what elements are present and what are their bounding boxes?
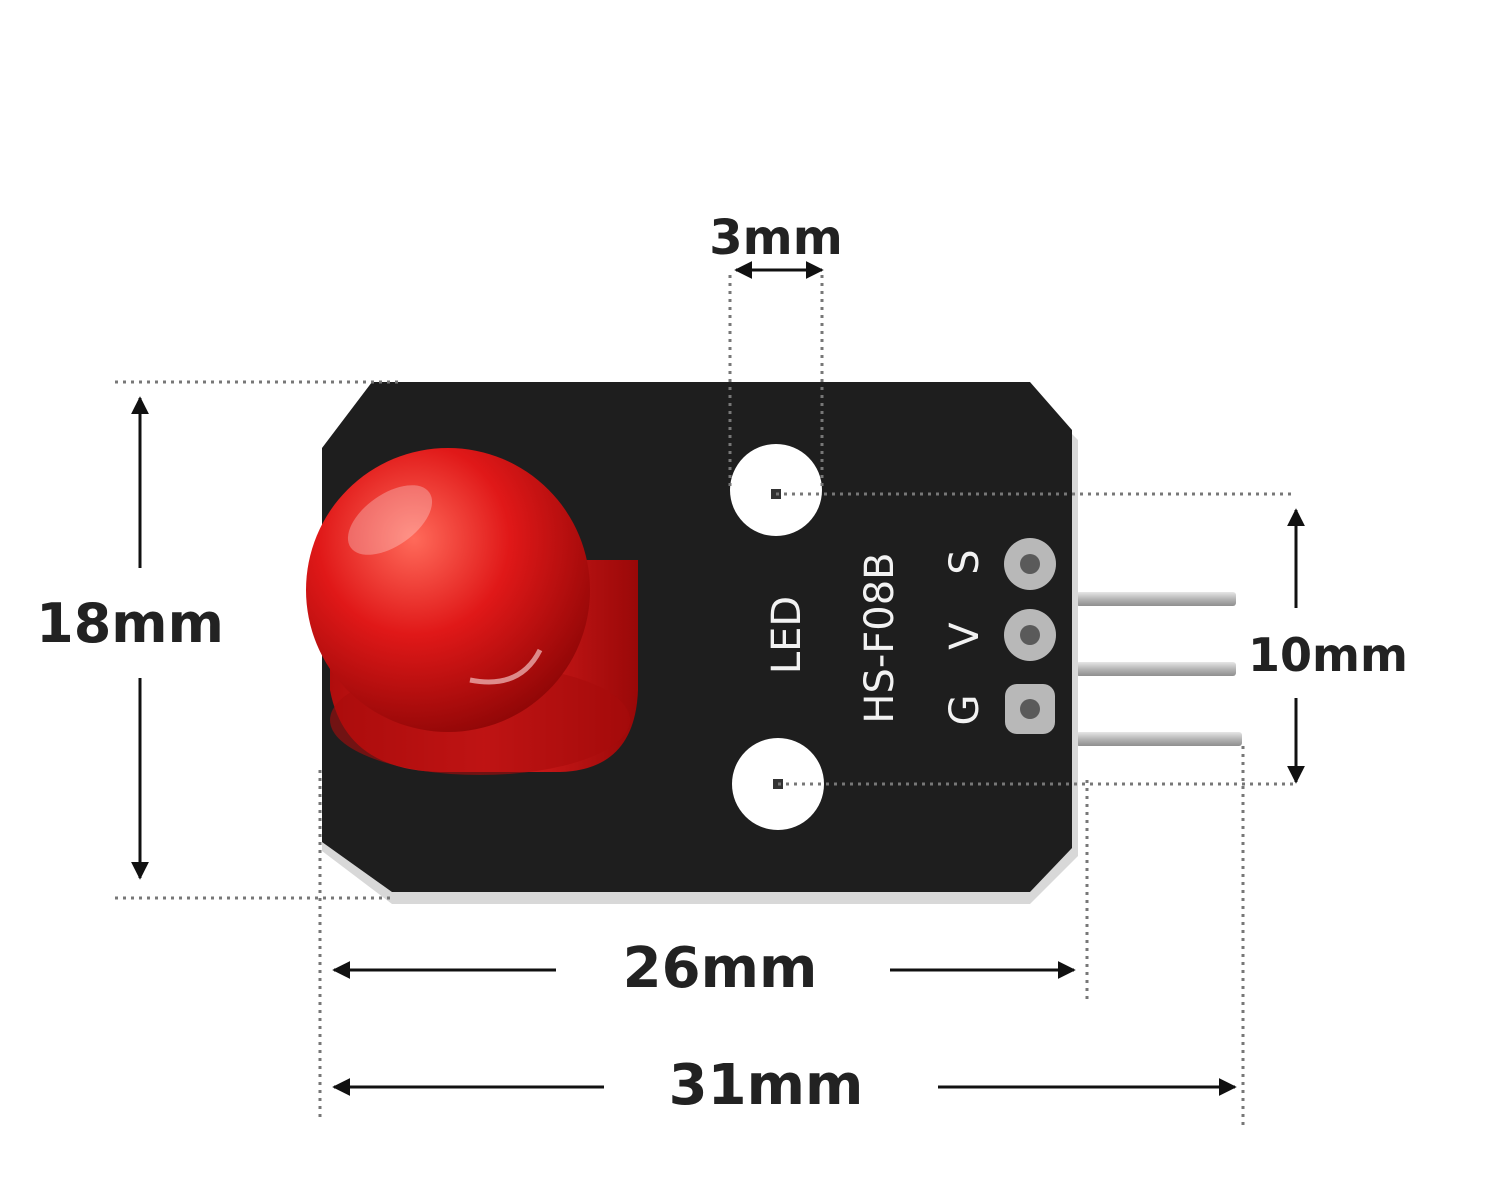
header-pin-g [1076, 732, 1242, 746]
label-hole-spacing: 10mm [1248, 628, 1408, 682]
silk-pin-v: V [942, 622, 988, 650]
label-board-length: 26mm [623, 936, 818, 1001]
label-hole-diameter: 3mm [709, 210, 842, 266]
header-pin-s [1076, 592, 1236, 606]
silk-pin-s: S [942, 549, 988, 574]
silk-model-label: HS-F08B [857, 552, 903, 723]
silk-pin-g: G [942, 695, 988, 726]
led-dome [306, 448, 590, 732]
red-led [306, 448, 638, 775]
solder-pads [1004, 538, 1056, 734]
guide-lines [115, 275, 1295, 1125]
label-total-length: 31mm [669, 1053, 864, 1118]
header-pins [1076, 592, 1242, 746]
silk-led-label: LED [764, 596, 810, 674]
label-height: 18mm [36, 592, 224, 655]
dimension-arrows [131, 261, 1305, 1096]
header-pin-v [1076, 662, 1236, 676]
